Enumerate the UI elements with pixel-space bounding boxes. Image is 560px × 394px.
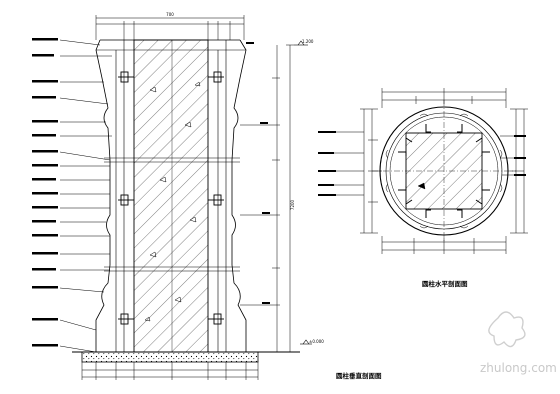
centre-marker [417,182,426,190]
top-dimension-chain [95,15,245,40]
base-slab [81,351,259,363]
elevation-title: 圆柱垂直剖面图 [336,371,382,380]
level-marker-top [294,40,308,46]
watermark-text: zhulong.com [480,361,557,375]
right-casing-profile [231,39,247,353]
horizontal-section [318,88,528,254]
section-left-leaders [334,131,364,196]
top-width-dimension: 700 [166,12,174,17]
bottom-level-value: ±0.000 [309,339,324,344]
aggregate-marks [144,81,201,322]
top-level-value: 1.200 [302,39,314,44]
total-height-dimension: 7200 [290,199,295,210]
left-callout-labels [32,38,58,347]
section-title: 圆柱水平剖面图 [422,279,468,288]
band-lines [104,157,240,272]
right-callout-labels [246,42,270,304]
level-marker-bottom [300,339,312,345]
radial-brackets [398,124,490,218]
bottom-dimension-chain [81,362,259,380]
section-right-callouts [500,135,514,176]
right-dimension-chain [240,44,294,353]
watermark-logo-icon [488,311,526,348]
concrete-core [133,39,209,353]
section-callout-labels [318,131,526,196]
elevation-view: 700 [32,12,312,380]
ring-scallops [385,113,503,229]
left-casing-profile [95,39,111,353]
left-callouts [59,39,112,353]
anchor-brackets [118,71,224,325]
